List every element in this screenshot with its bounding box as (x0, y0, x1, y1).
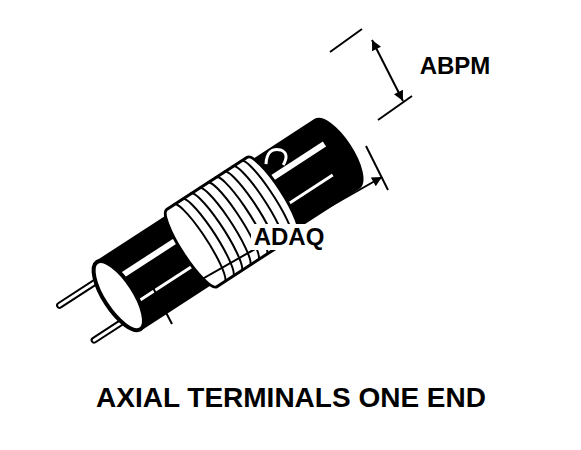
coil-body (47, 107, 374, 364)
figure-caption: AXIAL TERMINALS ONE END (93, 383, 489, 413)
dimension-abpm (330, 29, 412, 120)
dimension-adaq (150, 146, 388, 324)
dimension-label: ABPM (417, 53, 494, 79)
dimension-label: ADAQ (251, 224, 328, 250)
